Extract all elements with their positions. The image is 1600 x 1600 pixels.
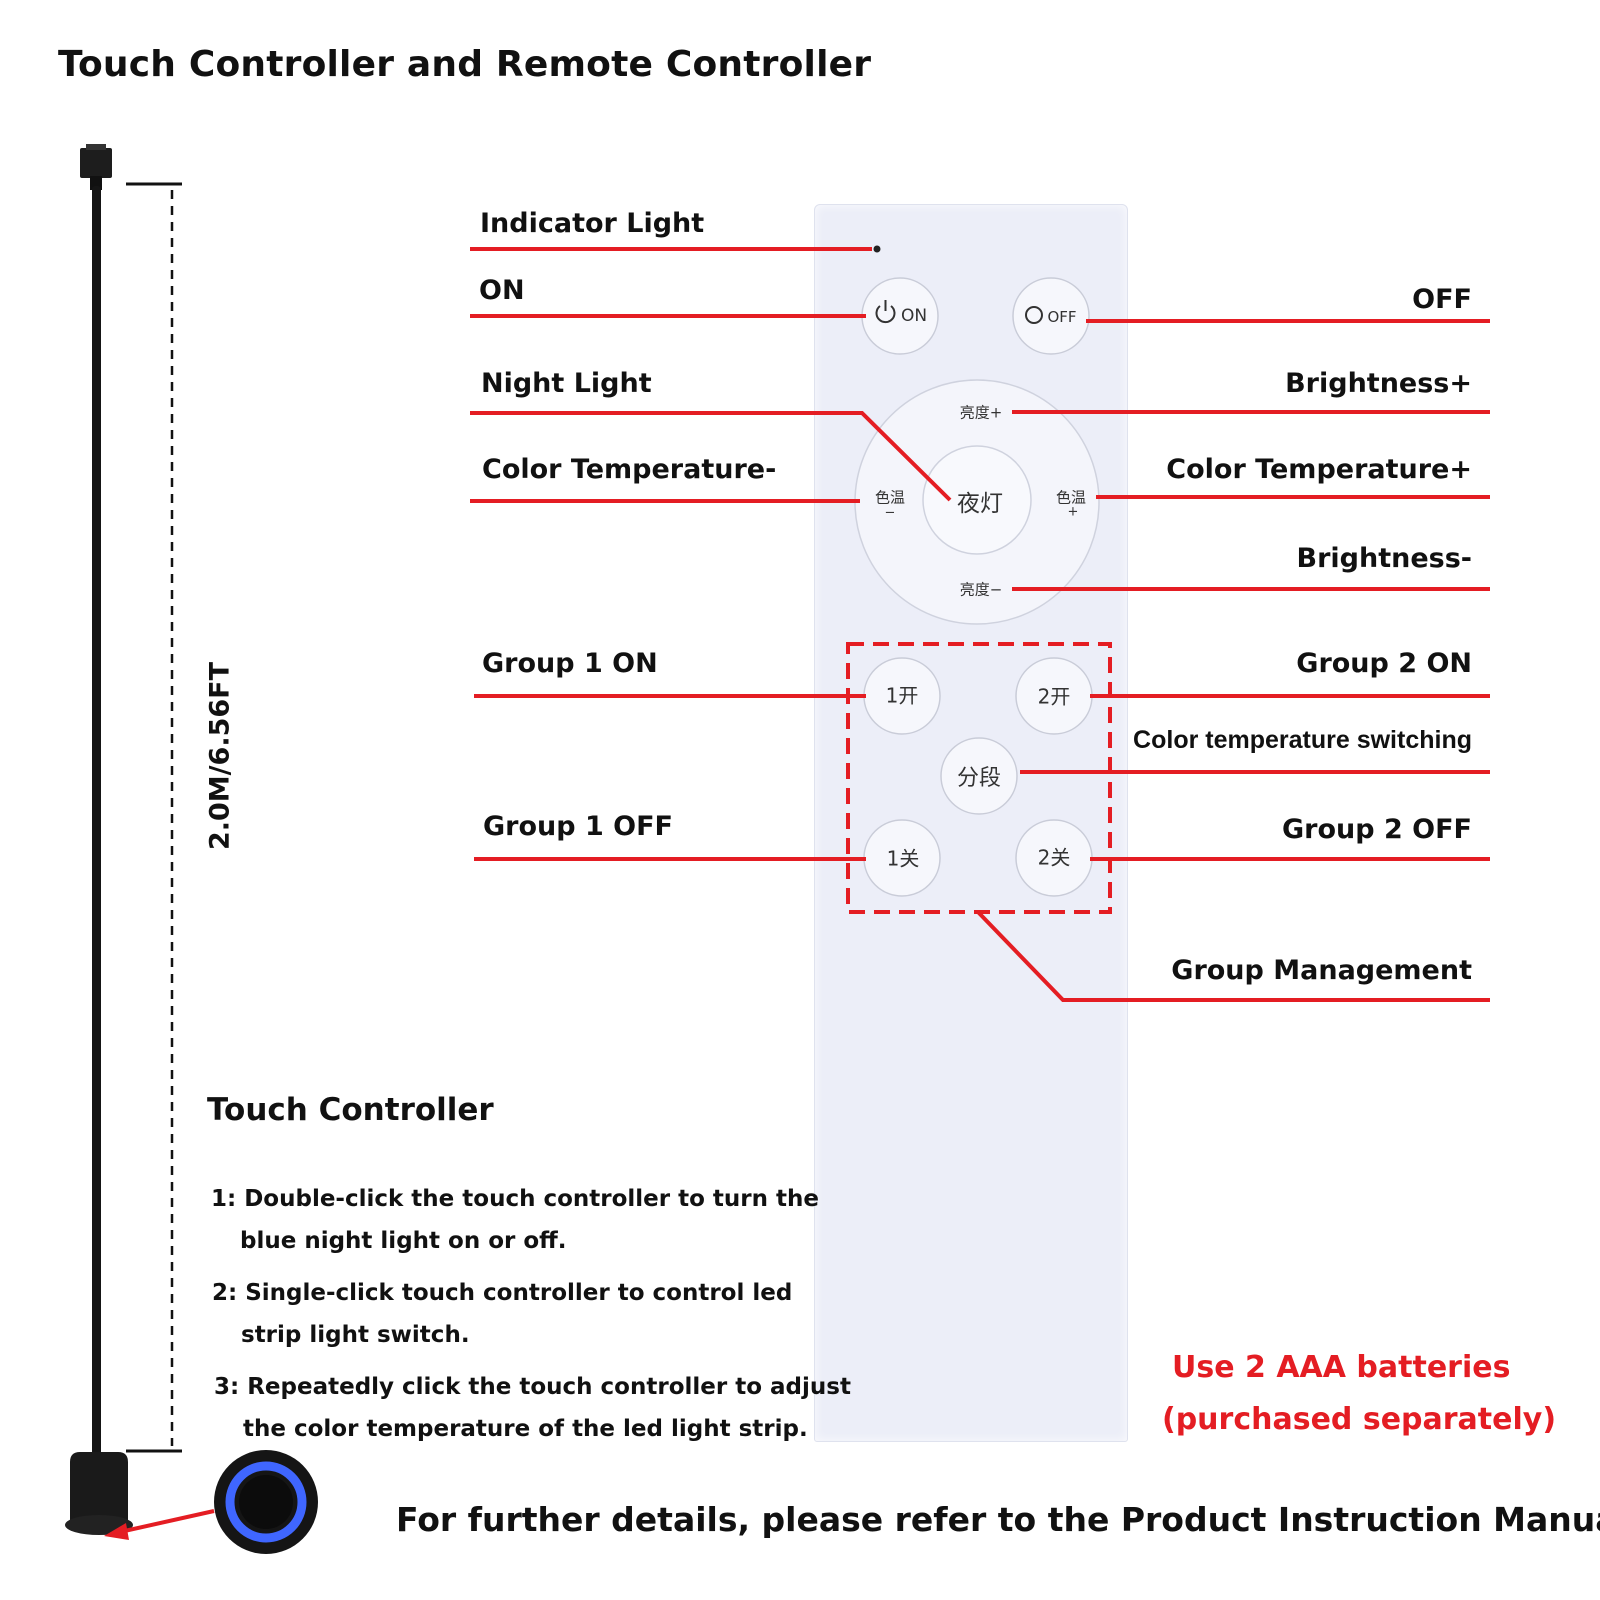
night-light-button-shape: [922, 445, 1032, 555]
label-off: OFF: [1412, 284, 1472, 315]
label-group2-on: Group 2 ON: [1296, 648, 1472, 679]
touch-step-1-cont: blue night light on or off.: [240, 1228, 567, 1254]
touch-step-1: 1: Double-click the touch controller to …: [211, 1186, 819, 1212]
segment-shape: [940, 737, 1018, 815]
touch-step-3-cont: the color temperature of the led light s…: [243, 1416, 808, 1442]
group2-on-button[interactable]: 2开: [1037, 684, 1071, 709]
touch-button-icon: [214, 1450, 318, 1554]
battery-note-line1: Use 2 AAA batteries: [1172, 1350, 1511, 1385]
footer-note: For further details, please refer to the…: [396, 1500, 1600, 1539]
remote-off-button-shape: [1012, 277, 1090, 355]
indicator-light-dot: [873, 245, 881, 253]
label-brightness-plus: Brightness+: [1285, 368, 1472, 399]
ct-plus-sign: +: [1067, 504, 1079, 520]
cable-wire: [92, 186, 101, 1456]
power-icon: [875, 300, 896, 324]
brightness-up-button[interactable]: 亮度+: [959, 403, 1003, 422]
group2-off-button[interactable]: 2关: [1037, 845, 1071, 870]
callout-night-light: [470, 411, 952, 502]
label-brightness-minus: Brightness-: [1296, 543, 1473, 574]
label-on: ON: [479, 275, 525, 306]
off-button[interactable]: OFF: [1047, 308, 1077, 326]
touch-step-3: 3: Repeatedly click the touch controller…: [214, 1374, 851, 1400]
battery-note-line2: (purchased separately): [1162, 1402, 1557, 1437]
label-group1-off: Group 1 OFF: [483, 811, 674, 842]
label-indicator-light: Indicator Light: [480, 208, 705, 239]
segment-button[interactable]: 分段: [956, 766, 1002, 791]
ct-minus-button[interactable]: 色温: [874, 488, 906, 507]
label-color-temperature-minus: Color Temperature-: [482, 454, 777, 485]
callout-group-management: [976, 910, 1490, 1002]
label-night-light: Night Light: [481, 368, 652, 399]
ct-minus-sign: −: [884, 505, 896, 521]
touch-step-2: 2: Single-click touch controller to cont…: [212, 1280, 793, 1306]
ct-plus-button[interactable]: 色温: [1055, 488, 1087, 507]
touch-controller-title: Touch Controller: [207, 1092, 494, 1128]
label-color-temperature-plus: Color Temperature+: [1166, 454, 1472, 485]
label-group-management: Group Management: [1171, 955, 1472, 986]
cable-connector: [80, 148, 112, 178]
touch-housing: [70, 1452, 128, 1520]
touch-arrow: [119, 1509, 215, 1534]
group1-on-button[interactable]: 1开: [885, 683, 919, 708]
off-circle-icon: [1025, 306, 1043, 324]
page-title: Touch Controller and Remote Controller: [58, 44, 872, 85]
touch-step-2-cont: strip light switch.: [241, 1322, 470, 1348]
callout-lines: [470, 247, 1490, 1002]
label-group1-on: Group 1 ON: [482, 648, 658, 679]
group1-off-button[interactable]: 1关: [886, 846, 920, 871]
on-button[interactable]: ON: [900, 306, 928, 326]
brightness-down-button[interactable]: 亮度−: [959, 580, 1003, 599]
label-group2-off: Group 2 OFF: [1281, 814, 1472, 845]
night-light-button[interactable]: 夜灯: [957, 491, 1003, 517]
label-color-temperature-switching: Color temperature switching: [1133, 726, 1472, 754]
